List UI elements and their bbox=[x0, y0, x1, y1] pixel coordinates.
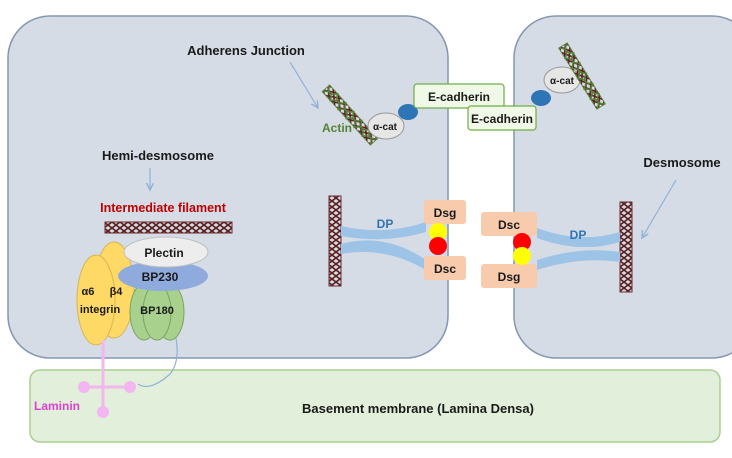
bp230-label: BP230 bbox=[142, 270, 179, 284]
bp180-label: BP180 bbox=[140, 305, 174, 317]
dsg-box-right bbox=[481, 264, 537, 288]
yellow-dot-right bbox=[513, 247, 531, 265]
laminin-node-bottom bbox=[97, 406, 109, 418]
dp-plaque-right bbox=[537, 228, 620, 248]
dsc-box-left bbox=[424, 256, 466, 280]
laminin-node-right bbox=[124, 381, 136, 393]
adherens-arrow bbox=[289, 61, 318, 108]
desmosome-arrow bbox=[642, 179, 677, 238]
dsg-box-left bbox=[424, 200, 466, 224]
dsc-box-right bbox=[481, 212, 537, 236]
right-cell bbox=[513, 15, 732, 359]
beta4-label: β4 bbox=[110, 286, 124, 298]
adherens-junction-label: Adherens Junction bbox=[187, 43, 305, 58]
plectin-label: Plectin bbox=[144, 246, 183, 260]
intermediate-filament-desmo-left bbox=[328, 195, 342, 287]
basement-membrane-label: Basement membrane (Lamina Densa) bbox=[302, 401, 534, 416]
desmosome-label: Desmosome bbox=[643, 155, 720, 170]
laminin-node-left bbox=[78, 381, 90, 393]
actin-label: Actin bbox=[322, 121, 352, 135]
dp-plaque-left bbox=[341, 222, 426, 240]
intermediate-filament-hemi bbox=[104, 221, 233, 234]
alpha-cat-left-label: α-cat bbox=[373, 122, 398, 133]
intermediate-filament-label: Intermediate filament bbox=[100, 201, 227, 215]
dp-right-label: DP bbox=[570, 228, 587, 242]
catenin-dot-left bbox=[398, 104, 418, 120]
catenin-dot-right bbox=[531, 90, 551, 106]
alpha6-label: α6 bbox=[82, 286, 95, 298]
dsg-left-label: Dsg bbox=[434, 206, 457, 220]
laminin-label: Laminin bbox=[34, 399, 80, 413]
yellow-dot-left bbox=[429, 223, 447, 241]
dsc-right-label: Dsc bbox=[498, 218, 520, 232]
e-cadherin-box-right bbox=[467, 105, 537, 131]
actin-filament-right bbox=[558, 42, 606, 110]
e-cadherin-right-label: E-cadherin bbox=[471, 112, 533, 126]
dp-left-label: DP bbox=[377, 217, 394, 231]
e-cadherin-box-left bbox=[413, 83, 505, 109]
integrin-alpha6 bbox=[76, 254, 116, 346]
integrin-label: integrin bbox=[80, 304, 121, 316]
e-cadherin-left-label: E-cadherin bbox=[428, 90, 490, 104]
plectin bbox=[123, 236, 209, 268]
intermediate-filament-desmo-right bbox=[619, 201, 633, 293]
basement-membrane bbox=[29, 369, 721, 443]
dp-plaque-left-lower bbox=[341, 240, 426, 270]
alpha-cat-right-label: α-cat bbox=[550, 76, 575, 87]
dsg-right-label: Dsg bbox=[498, 270, 521, 284]
left-cell bbox=[7, 15, 449, 359]
actin-filament-left bbox=[321, 84, 379, 146]
dp-plaque-right-lower bbox=[537, 250, 620, 270]
bp230 bbox=[118, 261, 208, 291]
red-dot-left bbox=[429, 237, 447, 255]
hemi-desmosome-label: Hemi-desmosome bbox=[102, 148, 214, 163]
dsc-left-label: Dsc bbox=[434, 262, 456, 276]
alpha-cat-left bbox=[367, 112, 405, 140]
bp180-tail bbox=[137, 337, 178, 387]
red-dot-right bbox=[513, 233, 531, 251]
